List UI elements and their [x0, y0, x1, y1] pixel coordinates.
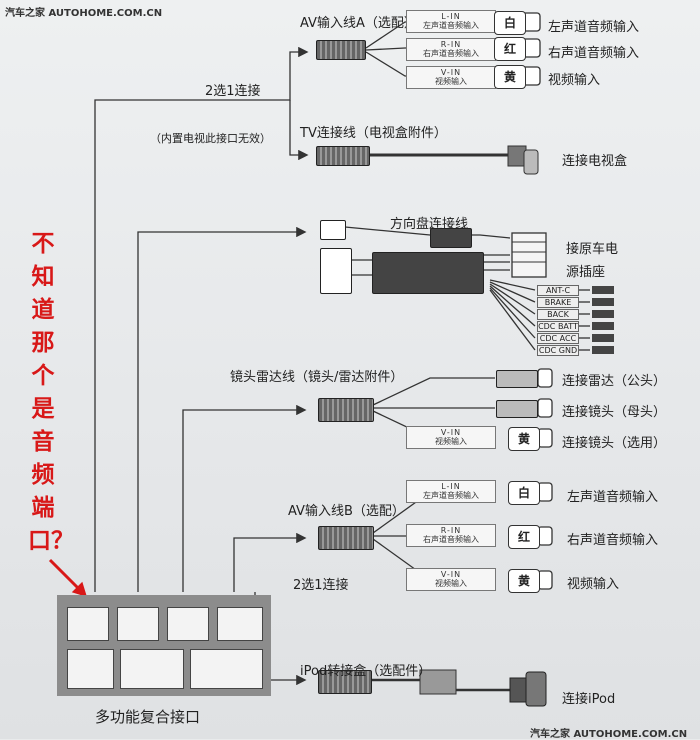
label-camera-opt: 连接镜头（选用） — [562, 436, 667, 451]
label-camera-f: 连接镜头（母头） — [562, 405, 667, 420]
multi-port-panel — [57, 595, 271, 696]
port-6 — [120, 649, 184, 689]
plug-yellow-a: 黄 — [494, 65, 526, 89]
plug-white-b: 白 — [508, 481, 540, 505]
label-multi-port: 多功能复合接口 — [95, 708, 201, 726]
label-av-b: AV输入线B（选配） — [288, 504, 405, 519]
ipod-connector — [318, 670, 372, 694]
label-tv-target: 连接电视盒 — [562, 154, 628, 169]
port-4 — [217, 607, 263, 641]
watermark-top: 汽车之家 AUTOHOME.COM.CN — [5, 8, 163, 19]
wire-label-cdc-acc: CDC ACC — [537, 333, 579, 344]
plug-yellow-b: 黄 — [508, 569, 540, 593]
av-b-connector — [318, 526, 374, 550]
wire-label-ant: ANT-C — [537, 285, 579, 296]
plug-white-a: 白 — [494, 11, 526, 35]
plug-red-b: 红 — [508, 525, 540, 549]
label-ipod-box: iPod转接盒（选配件） — [300, 664, 432, 679]
port-1 — [67, 607, 109, 641]
label-ipod-target: 连接iPod — [562, 692, 616, 707]
wire-label-back: BACK — [537, 309, 579, 320]
steering-connector — [320, 220, 346, 240]
annotation-question: 不知道那个是音频端口？ — [28, 231, 74, 554]
steering-inline — [430, 228, 472, 248]
port-7 — [190, 649, 263, 689]
label-builtin-note: （内置电视此接口无效） — [150, 132, 271, 145]
radar-connector — [318, 398, 374, 422]
label-right-audio-a: 右声道音频输入 — [548, 46, 640, 61]
label-steering: 方向盘连接线 — [390, 217, 469, 232]
port-5 — [67, 649, 114, 689]
wire-label-cdc-gnd: CDC GND — [537, 345, 579, 356]
power-connector-a — [320, 248, 352, 294]
power-harness — [372, 252, 484, 294]
tv-connector — [316, 146, 370, 166]
camera-plug — [496, 400, 538, 418]
plug-red-a: 红 — [494, 37, 526, 61]
label-radar-line: 镜头雷达线（镜头/雷达附件） — [230, 370, 404, 385]
label-power-2: 源插座 — [566, 265, 606, 280]
plug-yellow-radar: 黄 — [508, 427, 540, 451]
wire-label-brake: BRAKE — [537, 297, 579, 308]
label-radar-target: 连接雷达（公头） — [562, 374, 667, 389]
radar-plug — [496, 370, 538, 388]
label-left-audio-b: 左声道音频输入 — [567, 490, 659, 505]
label-video-a: 视频输入 — [548, 73, 601, 88]
label-tv-line: TV连接线（电视盒附件） — [300, 126, 447, 141]
label-av-a: AV输入线A（选配） — [300, 16, 417, 31]
watermark-bottom: 汽车之家 AUTOHOME.COM.CN — [530, 729, 688, 740]
label-left-audio-a: 左声道音频输入 — [548, 20, 640, 35]
label-power-1: 接原车电 — [566, 242, 619, 257]
wire-label-cdc-batt: CDC BATT — [537, 321, 579, 332]
label-video-b: 视频输入 — [567, 577, 620, 592]
label-choose-2: 2选1连接 — [293, 578, 349, 593]
label-choose-1: 2选1连接 — [205, 84, 261, 99]
port-3 — [167, 607, 209, 641]
av-a-connector — [316, 40, 366, 60]
label-right-audio-b: 右声道音频输入 — [567, 533, 659, 548]
port-2 — [117, 607, 159, 641]
